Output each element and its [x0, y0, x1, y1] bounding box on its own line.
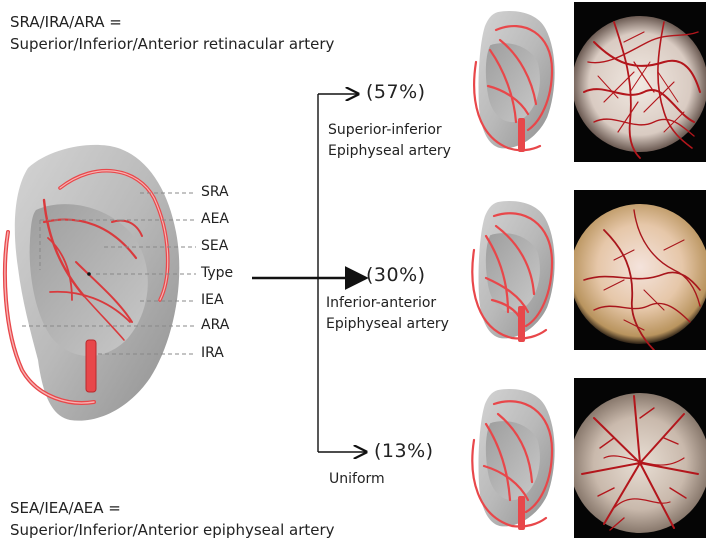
type-1-bone	[473, 10, 555, 152]
micrograph-type-3	[574, 378, 706, 538]
label-sea: SEA	[201, 238, 229, 254]
large-artery-network	[2, 168, 170, 405]
type-3-bone	[471, 388, 555, 530]
label-type: Type	[201, 265, 234, 281]
type-1-caption: Superior-inferior Epiphyseal artery	[328, 120, 451, 162]
label-ara: ARA	[201, 317, 230, 333]
legend-bottom-line1: SEA/IEA/AEA =	[10, 499, 121, 517]
type-1-percent: (57%)	[366, 81, 426, 103]
legend-top-line2: Superior/Inferior/Anterior retinacular a…	[10, 35, 335, 53]
legend-bottom-line2: Superior/Inferior/Anterior epiphyseal ar…	[10, 521, 335, 539]
legend-bottom: SEA/IEA/AEA = Superior/Inferior/Anterior…	[10, 497, 335, 541]
type-origin-dot	[87, 272, 91, 276]
type-2-caption-line2: Epiphyseal artery	[326, 316, 449, 332]
type-2-caption: Inferior-anterior Epiphyseal artery	[326, 293, 449, 335]
legend-top: SRA/IRA/ARA = Superior/Inferior/Anterior…	[10, 11, 334, 55]
label-leaders	[22, 192, 196, 355]
legend-top-line1: SRA/IRA/ARA =	[10, 13, 122, 31]
type-2-bone	[471, 200, 555, 342]
label-sra: SRA	[201, 184, 229, 200]
type-2-percent: (30%)	[366, 264, 426, 286]
type-3-percent: (13%)	[374, 440, 434, 462]
label-iea: IEA	[201, 292, 224, 308]
micrograph-type-1	[574, 2, 706, 162]
type-1-caption-line1: Superior-inferior	[328, 122, 442, 138]
type-2-caption-line1: Inferior-anterior	[326, 295, 437, 311]
label-ira: IRA	[201, 345, 224, 361]
label-aea: AEA	[201, 211, 229, 227]
type-3-caption-line1: Uniform	[329, 471, 385, 487]
arrow-system	[252, 94, 369, 452]
type-1-caption-line2: Epiphyseal artery	[328, 143, 451, 159]
type-3-caption: Uniform	[329, 469, 385, 490]
micrograph-type-2	[574, 190, 706, 350]
